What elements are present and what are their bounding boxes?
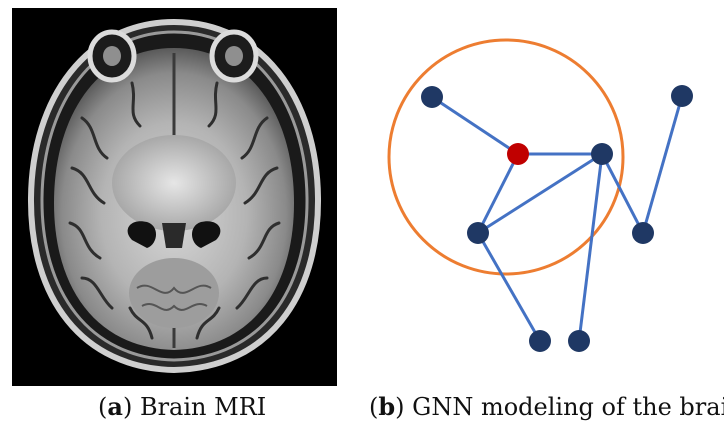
graph-node bbox=[591, 143, 613, 165]
caption-a-text: Brain MRI bbox=[132, 393, 267, 421]
brain-mri-image bbox=[12, 8, 337, 386]
caption-b: (b) GNN modeling of the brain bbox=[369, 392, 724, 422]
graph-node bbox=[421, 86, 443, 108]
graph-edge bbox=[477, 152, 603, 235]
caption-b-open: ( bbox=[369, 393, 379, 421]
caption-b-letter: b bbox=[378, 392, 396, 421]
graph-node bbox=[671, 85, 693, 107]
graph-node bbox=[568, 330, 590, 352]
graph-node bbox=[467, 222, 489, 244]
graph-edge bbox=[476, 153, 520, 234]
graph-edge bbox=[431, 95, 519, 156]
graph-node bbox=[529, 330, 551, 352]
graph-edge bbox=[476, 232, 542, 342]
center-node bbox=[507, 143, 529, 165]
caption-a-open: ( bbox=[98, 393, 108, 421]
caption-a: (a) Brain MRI bbox=[98, 392, 266, 422]
graph-edge bbox=[600, 153, 645, 234]
graph-node bbox=[632, 222, 654, 244]
panel-a: (a) Brain MRI bbox=[0, 0, 352, 429]
graph-edge bbox=[641, 95, 684, 234]
caption-a-close: ) bbox=[122, 393, 133, 421]
graph-edge bbox=[577, 153, 604, 342]
neighborhood-circle bbox=[387, 38, 625, 276]
gnn-graph-diagram bbox=[387, 38, 693, 352]
caption-b-text: GNN modeling of the brain bbox=[404, 393, 724, 421]
caption-a-letter: a bbox=[107, 392, 123, 421]
panel-b: (b) GNN modeling of the brain bbox=[352, 0, 724, 429]
caption-b-close: ) bbox=[395, 393, 405, 421]
